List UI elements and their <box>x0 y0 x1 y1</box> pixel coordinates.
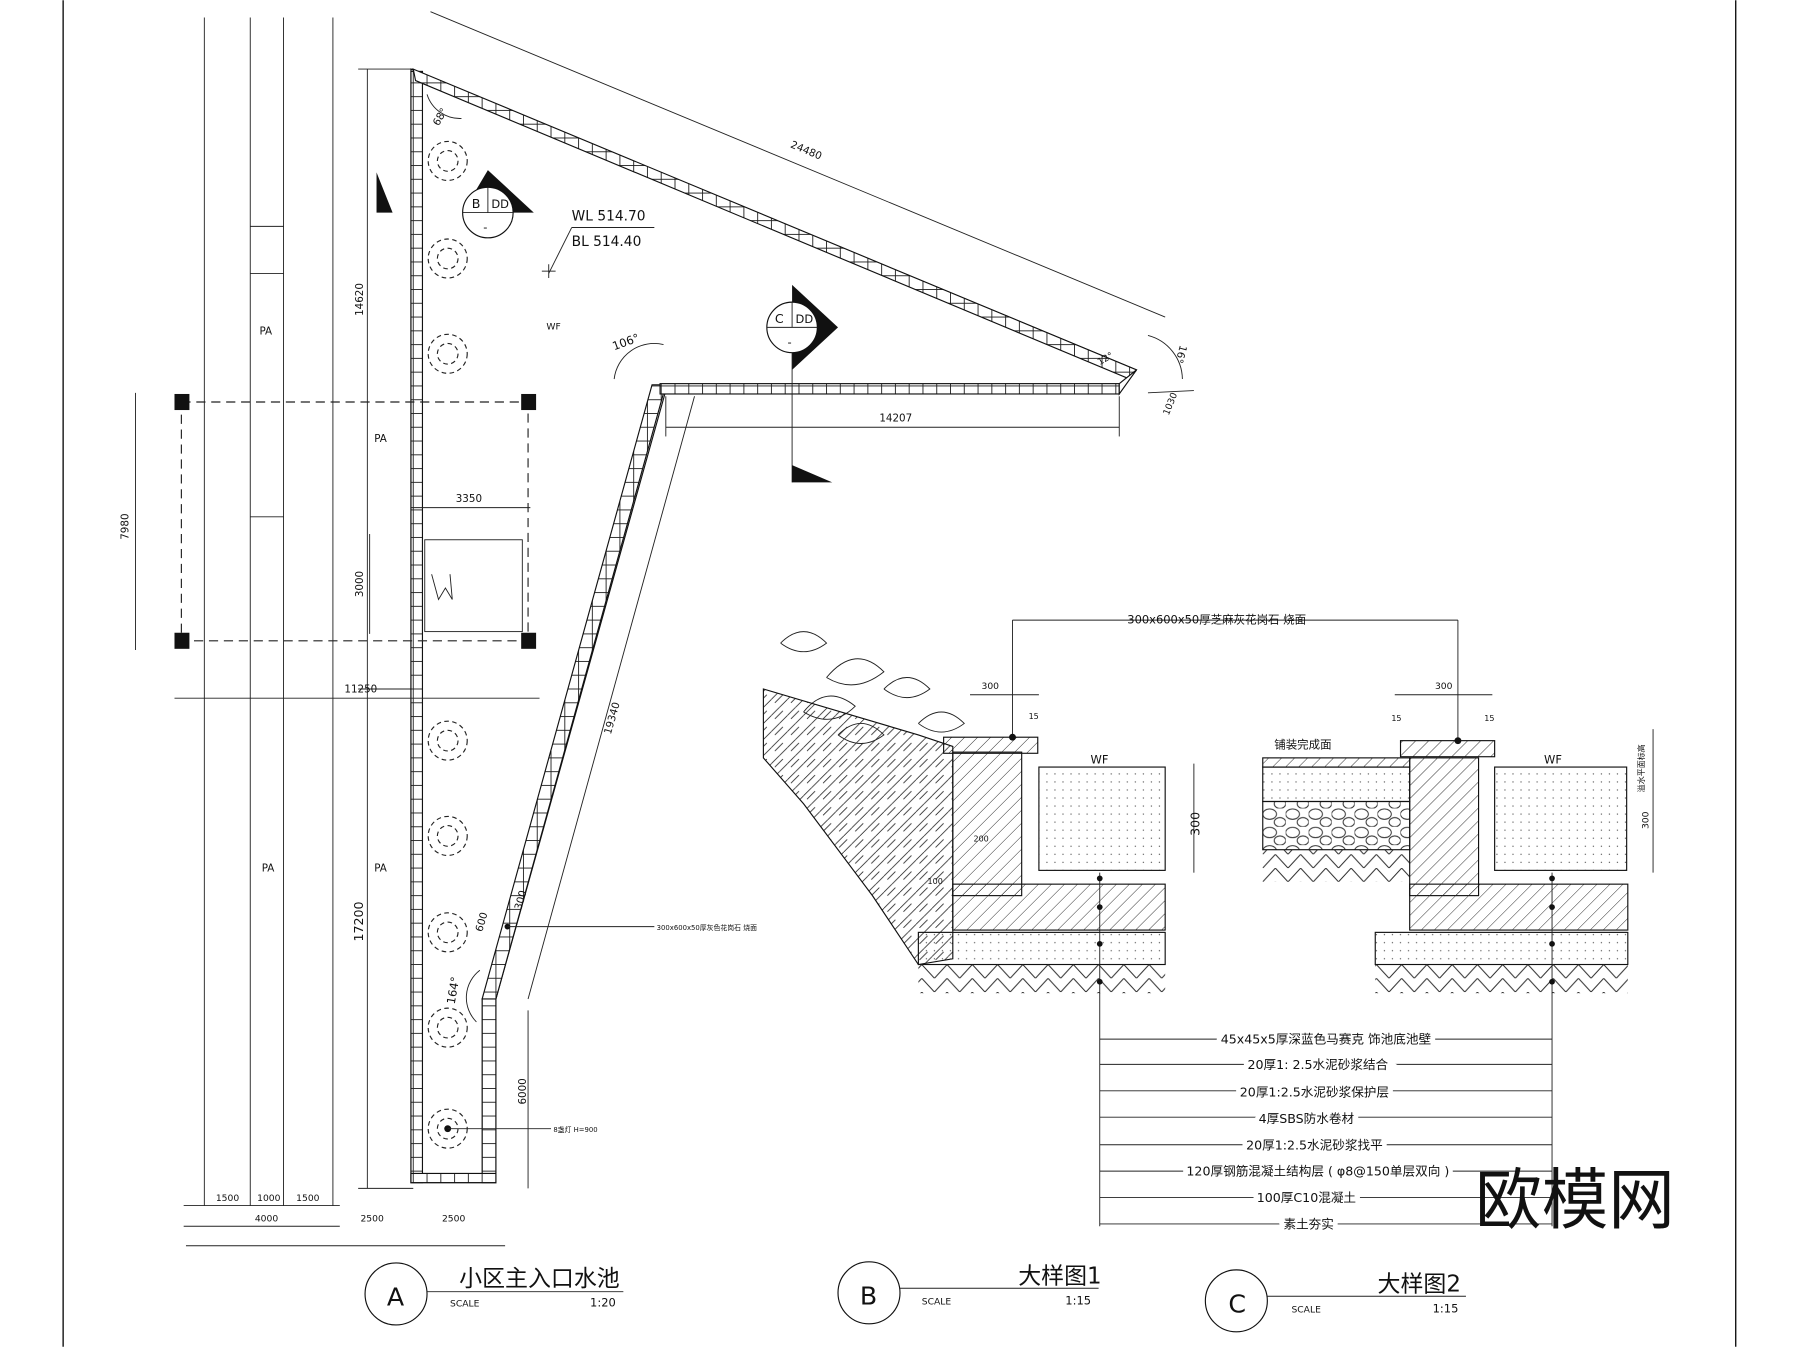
dim-end: 1030 <box>1161 391 1180 417</box>
wf-label: WF <box>1091 753 1109 767</box>
svg-text:1500: 1500 <box>216 1193 240 1204</box>
svg-text:-: - <box>788 335 792 349</box>
layer-label: 20厚1:2.5水泥砂浆找平 <box>1246 1137 1383 1152</box>
vertical-note: 溢水平面标高 <box>1636 744 1646 792</box>
dim-tile: 600 <box>473 911 490 933</box>
bottom-level: BL 514.40 <box>572 234 642 250</box>
section-mark-c: C DD - <box>766 284 839 483</box>
dim-pavilion-w: 3350 <box>456 493 482 505</box>
dim-left-lower: 17200 <box>351 901 366 941</box>
layer-label: 20厚1: 2.5水泥砂浆结合 <box>1248 1057 1389 1072</box>
dim-left-upper: 14620 <box>354 283 366 316</box>
zone-label: PA <box>374 863 387 875</box>
angle-label: 164° <box>444 976 463 1006</box>
svg-text:4000: 4000 <box>255 1214 279 1225</box>
svg-text:C: C <box>1228 1289 1246 1318</box>
svg-text:1:20: 1:20 <box>590 1296 616 1310</box>
water-body <box>1038 766 1166 871</box>
angle-label: 16° <box>1172 344 1188 365</box>
pavilion-outline <box>180 401 529 642</box>
lower-right-wall <box>481 998 497 1184</box>
road-strips <box>203 17 334 1206</box>
svg-text:-: - <box>483 220 487 234</box>
layer-label: 120厚钢筋混凝土结构层 ( φ8@150单层双向 ) <box>1186 1164 1449 1179</box>
dim-lower-wall: 6000 <box>517 1078 529 1104</box>
granite-note: 300x600x50厚灰色花岗石 烧面 <box>657 923 757 932</box>
layer-label: 45x45x5厚深蓝色马赛克 饰池底池壁 <box>1221 1032 1432 1047</box>
top-wall <box>659 383 1120 395</box>
detail-2: 300 15 15 铺装完成面 WF 溢水平面标高 300 <box>1262 620 1654 1227</box>
svg-text:C: C <box>775 311 784 326</box>
svg-text:B: B <box>860 1281 877 1310</box>
dim-tile-300: 300 <box>513 889 530 911</box>
lamps <box>427 140 468 1149</box>
watermark-logo: 欧模网 <box>1475 1161 1675 1239</box>
svg-text:300: 300 <box>1435 681 1453 692</box>
coping-stone <box>943 736 1039 754</box>
planting-soil <box>762 688 954 966</box>
pavilion-seat <box>424 539 523 633</box>
dim-diag-wall: 19340 <box>602 701 623 736</box>
left-wall <box>410 70 424 1184</box>
top-note: 300x600x50厚芝麻灰花岗石 烧面 <box>1127 613 1306 627</box>
layer-label: 素土夯实 <box>1283 1217 1333 1232</box>
dim-pavilion-h: 3000 <box>354 571 366 597</box>
svg-text:1000: 1000 <box>257 1193 281 1204</box>
svg-text:300: 300 <box>982 681 1000 692</box>
svg-text:DD: DD <box>491 197 509 211</box>
detail2-title: 大样图2 <box>1378 1272 1461 1298</box>
svg-text:DD: DD <box>796 312 814 326</box>
layer-label: 100厚C10混凝土 <box>1257 1190 1356 1205</box>
title-c: C 大样图2 SCALE 1:15 <box>1204 1269 1466 1333</box>
svg-text:200: 200 <box>973 835 988 844</box>
title-a: A 小区主入口水池 SCALE 1:20 <box>364 1262 624 1326</box>
wf-label: WF <box>1544 753 1562 767</box>
svg-text:1:15: 1:15 <box>1065 1293 1091 1307</box>
zone-label: PA <box>259 325 272 337</box>
layer-label: 20厚1:2.5水泥砂浆保护层 <box>1240 1085 1389 1100</box>
plan-a: PA PA PA PA 14620 17200 24480 1030 14207… <box>120 11 1194 1247</box>
svg-text:100: 100 <box>928 877 943 886</box>
svg-text:15: 15 <box>1484 714 1494 723</box>
svg-text:15: 15 <box>1029 712 1039 721</box>
svg-text:300: 300 <box>1188 812 1203 836</box>
compacted-soil <box>918 964 1166 994</box>
svg-text:2500: 2500 <box>360 1214 384 1225</box>
plants <box>780 631 965 744</box>
zone-label: PA <box>374 433 387 445</box>
water-level: WL 514.70 <box>572 209 646 225</box>
svg-text:2500: 2500 <box>442 1214 466 1225</box>
dim-overall-h: 7980 <box>120 513 132 539</box>
wall-concrete <box>952 751 1023 897</box>
base-concrete <box>952 883 1166 931</box>
c10-bed <box>917 931 1166 966</box>
dim-top-right: 14207 <box>879 413 912 425</box>
dim-top-diag: 24480 <box>789 139 824 163</box>
detail1-title: 大样图1 <box>1018 1264 1101 1290</box>
svg-text:300: 300 <box>1640 811 1651 829</box>
dim-overall-w: 11250 <box>344 683 377 695</box>
svg-text:B: B <box>472 196 481 211</box>
svg-text:1:15: 1:15 <box>1433 1301 1459 1315</box>
pond-label: WF <box>546 322 560 333</box>
svg-text:SCALE: SCALE <box>922 1296 952 1307</box>
svg-text:A: A <box>387 1282 405 1311</box>
detail-1: 300x600x50厚芝麻灰花岗石 烧面 300 15 200 100 WF 3… <box>762 613 1458 1227</box>
title-b: B 大样图1 SCALE 1:15 <box>837 1261 1102 1325</box>
svg-text:SCALE: SCALE <box>450 1299 480 1310</box>
plan-title: 小区主入口水池 <box>459 1266 620 1292</box>
section-mark-b: B DD - <box>376 170 534 239</box>
layer-label: 4厚SBS防水卷材 <box>1259 1111 1355 1126</box>
svg-text:15: 15 <box>1391 714 1401 723</box>
zone-label: PA <box>262 863 275 875</box>
pond-outline <box>410 68 1138 1184</box>
lamp-note: 8盏灯 H=900 <box>553 1125 597 1134</box>
gravel-layer <box>1262 800 1411 851</box>
bottom-dims: 1500 1000 1500 4000 2500 2500 <box>183 1193 506 1247</box>
svg-text:1500: 1500 <box>296 1193 320 1204</box>
paving-label: 铺装完成面 <box>1274 738 1331 752</box>
svg-text:SCALE: SCALE <box>1291 1304 1321 1315</box>
